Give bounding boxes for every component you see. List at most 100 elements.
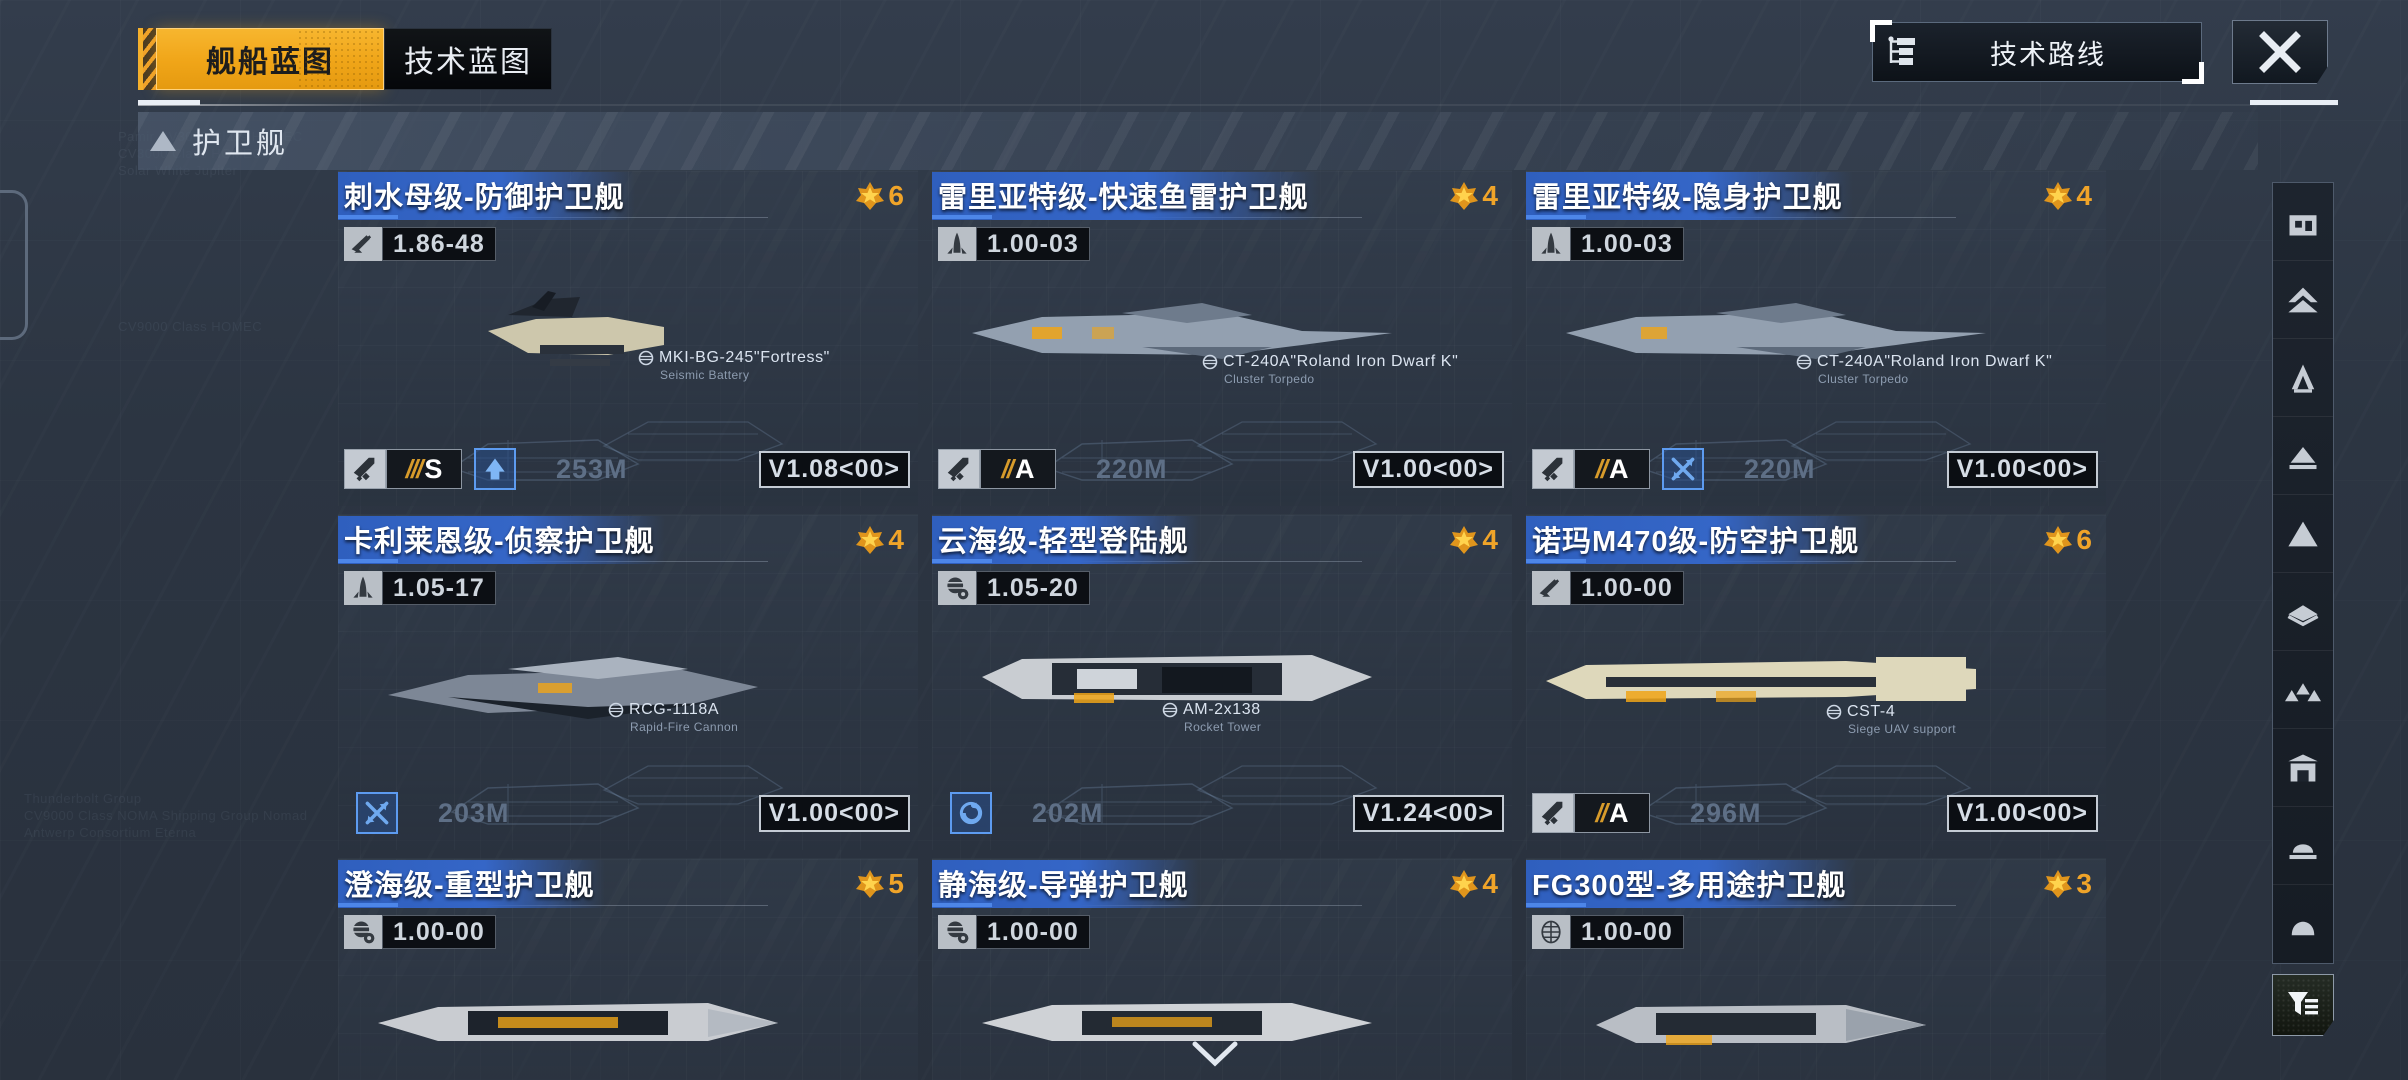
- blueprint-outline-left: [1042, 762, 1242, 832]
- blueprint-outline-left: [448, 762, 648, 832]
- title-underline: [932, 559, 992, 563]
- version-value: 1.05-20: [976, 571, 1090, 605]
- speed-icon: [1532, 571, 1570, 605]
- title-underline: [338, 215, 398, 219]
- grade-badge: /// S: [386, 449, 462, 489]
- ship-silhouette: [932, 933, 1512, 1080]
- star-rating: 4: [1449, 868, 1504, 900]
- star-count-value: 3: [2076, 868, 2092, 899]
- sidebar-item-6[interactable]: [2273, 573, 2333, 651]
- category-header[interactable]: 护卫舰: [138, 112, 2258, 170]
- weapon-subtitle: Seismic Battery: [660, 368, 750, 382]
- close-button[interactable]: [2232, 20, 2328, 84]
- hierarchy-icon: [1873, 36, 1931, 68]
- sidebar-item-10[interactable]: [2273, 885, 2333, 963]
- ship-card[interactable]: 雷里亚特级-隐身护卫舰 4 1.00-03 CT-240A"Roland: [1526, 170, 2106, 506]
- card-title-text: 刺水母级-防御护卫舰: [344, 182, 625, 214]
- card-title: 澄海级-重型护卫舰: [338, 860, 605, 908]
- ship-card[interactable]: 刺水母级-防御护卫舰 6 1.86-48 MKI-BG-: [338, 170, 918, 506]
- card-title-text: 诺玛M470级-防空护卫舰: [1532, 526, 1860, 558]
- corner-mark-br: [2199, 62, 2204, 84]
- version-value: 1.00-03: [1570, 227, 1684, 261]
- version-badge: 1.05-17: [344, 571, 496, 605]
- sidebar-item-1[interactable]: [2273, 183, 2333, 261]
- star-rating: 6: [855, 180, 910, 212]
- sidebar-item-7[interactable]: [2273, 651, 2333, 729]
- card-title-row: 刺水母级-防御护卫舰 6: [338, 172, 910, 220]
- ship-card[interactable]: 澄海级-重型护卫舰 5 1.00-00 AT-360A"Supernov: [338, 858, 918, 1080]
- version-badge: 1.00-00: [344, 915, 496, 949]
- ship-card[interactable]: 雷里亚特级-快速鱼雷护卫舰 4 1.00-03 CT-2: [932, 170, 1512, 506]
- star-icon: [1449, 181, 1479, 211]
- star-rating: 4: [1449, 524, 1504, 556]
- filter-button[interactable]: [2272, 974, 2334, 1036]
- weapon-name: RCG-1118A: [629, 701, 720, 718]
- title-underline: [1526, 215, 1586, 219]
- ship-class-station-icon: [2285, 204, 2321, 240]
- cross-arrows-icon[interactable]: [356, 792, 398, 834]
- sidebar-item-9[interactable]: [2273, 807, 2333, 885]
- card-title-text: 雷里亚特级-快速鱼雷护卫舰: [938, 182, 1309, 214]
- ship-silhouette: [932, 589, 1512, 779]
- torpedo-icon: [1532, 227, 1570, 261]
- version-badge: 1.00-03: [938, 227, 1090, 261]
- version-badge: 1.86-48: [344, 227, 496, 261]
- sidebar-item-8[interactable]: [2273, 729, 2333, 807]
- blueprint-outline-right: [1192, 750, 1382, 810]
- scroll-down-chevron[interactable]: [1191, 1040, 1239, 1080]
- card-stats-row: /// S 253M V1.08<00>: [344, 448, 910, 490]
- sidebar-item-5[interactable]: [2273, 495, 2333, 573]
- star-count-value: 4: [1482, 868, 1498, 899]
- card-stats-row: 202M V1.24<00>: [938, 792, 1504, 834]
- tech-route-button[interactable]: 技术路线: [1870, 20, 2204, 84]
- speed-icon: [344, 227, 382, 261]
- card-title-row: 云海级-轻型登陆舰 4: [932, 516, 1504, 564]
- grade-badge: // A: [980, 449, 1056, 489]
- tab-tech-blueprint[interactable]: 技术蓝图: [384, 28, 552, 90]
- tab-ship-blueprint[interactable]: 舰船蓝图: [156, 28, 384, 90]
- star-rating: 6: [2043, 524, 2098, 556]
- ship-card[interactable]: 诺玛M470级-防空护卫舰 6 1.00-00 CST-: [1526, 514, 2106, 850]
- card-title-text: 雷里亚特级-隐身护卫舰: [1532, 182, 1843, 214]
- star-count-value: 4: [2076, 180, 2092, 211]
- gear-arrow-icon[interactable]: [950, 792, 992, 834]
- star-count-value: 4: [1482, 180, 1498, 211]
- card-stats-row: // A 220M V1.00<00>: [938, 448, 1504, 490]
- left-edge-handle[interactable]: [0, 190, 28, 340]
- upgrade-arrow-icon[interactable]: [474, 448, 516, 490]
- weapon-name: MKI-BG-245"Fortress": [659, 349, 830, 366]
- card-title-row: FG300型-多用途护卫舰 3: [1526, 860, 2098, 908]
- card-stats-row: 203M V1.00<00>: [344, 792, 910, 834]
- title-underline: [338, 559, 398, 563]
- card-title-row: 静海级-导弹护卫舰 4: [932, 860, 1504, 908]
- cross-arrows-icon[interactable]: [1662, 448, 1704, 490]
- ship-card[interactable]: FG300型-多用途护卫舰 3 1.00-00 FG300-SG-115: [1526, 858, 2106, 1080]
- grade-slashes: //: [1595, 453, 1609, 484]
- ship-silhouette: [932, 245, 1512, 435]
- close-icon: [2258, 30, 2302, 74]
- sidebar-item-2[interactable]: [2273, 261, 2333, 339]
- ship-card[interactable]: 云海级-轻型登陆舰 4 1.05-20 AM-2x138: [932, 514, 1512, 850]
- weapon-callout: AM-2x138 Rocket Tower: [1162, 701, 1261, 734]
- version-badge: 1.05-20: [938, 571, 1090, 605]
- star-rating: 4: [855, 524, 910, 556]
- ship-class-carrier-icon: [2285, 282, 2321, 318]
- tab-tech-blueprint-label: 技术蓝图: [404, 46, 532, 79]
- ship-card[interactable]: 卡利莱恩级-侦察护卫舰 4 1.05-17 RCG-1118A: [338, 514, 918, 850]
- rank-arrow-icon: [344, 449, 386, 489]
- sidebar-item-4[interactable]: [2273, 417, 2333, 495]
- blueprint-outline-right: [1786, 750, 1976, 810]
- callout-marker-icon: [1826, 704, 1842, 720]
- ship-silhouette: [1526, 589, 2106, 779]
- ship-card[interactable]: 静海级-导弹护卫舰 4 1.00-00 MK2-AC-380A"Fire Cro…: [932, 858, 1512, 1080]
- build-version: V1.08<00>: [758, 450, 910, 488]
- star-rating: 3: [2043, 868, 2098, 900]
- sidebar-item-3[interactable]: [2273, 339, 2333, 417]
- star-count-value: 5: [888, 868, 904, 899]
- star-count-value: 6: [888, 180, 904, 211]
- weapon-subtitle: Cluster Torpedo: [1818, 372, 1909, 386]
- title-underline: [932, 903, 992, 907]
- ship-class-dock-icon: [2285, 750, 2321, 786]
- version-badge: 1.00-03: [1532, 227, 1684, 261]
- top-bar: 舰船蓝图 技术蓝图 技术路线: [0, 0, 2408, 110]
